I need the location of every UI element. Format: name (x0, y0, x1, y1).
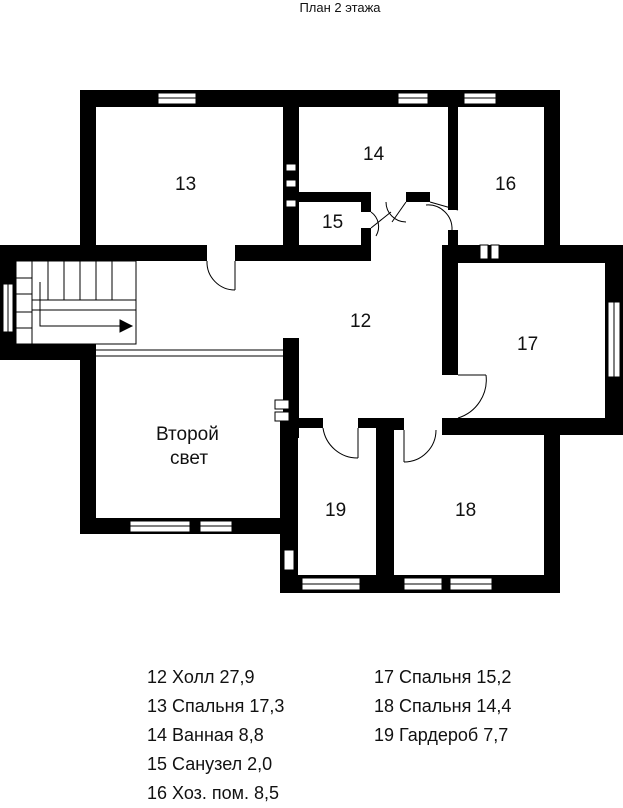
second-light-label-1: Второй (156, 424, 219, 445)
doors (206, 201, 487, 463)
windows (2, 92, 621, 591)
legend-item: 18 Спальня 14,4 (374, 696, 512, 716)
room-14-label: 14 (363, 144, 385, 165)
plan-title: План 2 этажа (299, 0, 381, 15)
legend-left: 12 Холл 27,9 13 Спальня 17,3 14 Ванная 8… (147, 663, 284, 808)
room-13-label: 13 (175, 174, 196, 195)
room-17-label: 17 (517, 334, 538, 355)
room-labels: 12 13 14 15 16 17 18 19 Второй свет (156, 144, 538, 521)
room-16-label: 16 (495, 174, 516, 195)
floor-plan: 12 13 14 15 16 17 18 19 Второй свет (0, 90, 623, 593)
legend-item: 15 Санузел 2,0 (147, 754, 273, 774)
staircase (15, 260, 283, 357)
legend-item: 16 Хоз. пом. 8,5 (147, 783, 280, 803)
room-18-label: 18 (455, 500, 476, 521)
room-15-label: 15 (322, 212, 343, 233)
legend-item: 17 Спальня 15,2 (374, 667, 512, 687)
room-19-label: 19 (325, 500, 346, 521)
legend-right: 17 Спальня 15,2 18 Спальня 14,4 19 Гарде… (374, 663, 511, 750)
legend-item: 13 Спальня 17,3 (147, 696, 285, 716)
legend-item: 19 Гардероб 7,7 (374, 725, 509, 745)
legend-item: 12 Холл 27,9 (147, 667, 255, 687)
legend-item: 14 Ванная 8,8 (147, 725, 264, 745)
room-12-label: 12 (350, 311, 371, 332)
second-light-label-2: свет (170, 448, 208, 469)
